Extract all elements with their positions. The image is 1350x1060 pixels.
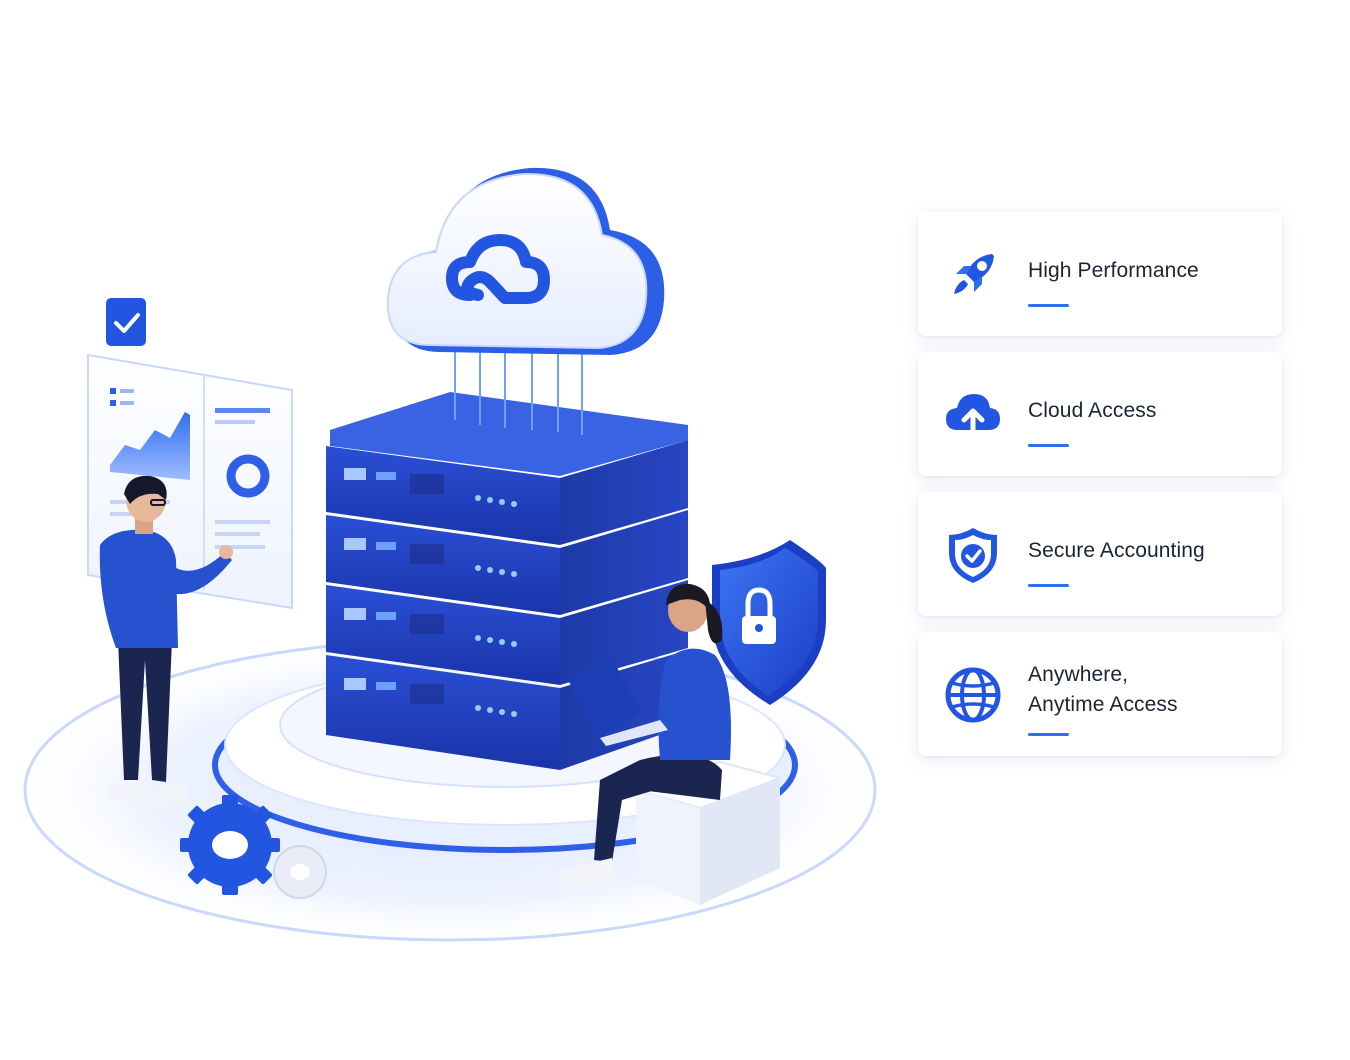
feature-title: High Performance — [1028, 259, 1199, 282]
accent-underline — [1028, 584, 1069, 587]
feature-title: Anywhere, Anytime Access — [1028, 663, 1178, 716]
feature-card-high-performance: High Performance — [918, 212, 1282, 336]
server-unit — [326, 580, 688, 685]
server-unit — [326, 440, 688, 545]
feature-card-cloud-access: Cloud Access — [918, 352, 1282, 476]
feature-title: Secure Accounting — [1028, 539, 1205, 562]
accent-underline — [1028, 733, 1069, 736]
cube-seat — [632, 760, 784, 905]
gear-icon — [180, 795, 280, 895]
area-chart-icon — [110, 412, 190, 480]
shield-check-icon — [942, 524, 1004, 586]
donut-chart-icon — [226, 454, 270, 498]
man-figure — [99, 475, 233, 806]
feature-card-anywhere-access: Anywhere, Anytime Access — [918, 632, 1282, 756]
laptop-icon — [568, 655, 642, 738]
feature-title: Cloud Access — [1028, 399, 1157, 422]
small-gear-icon — [273, 845, 327, 899]
accent-underline — [1028, 444, 1069, 447]
accent-underline — [1028, 304, 1069, 307]
feature-card-secure-accounting: Secure Accounting — [918, 492, 1282, 616]
checkbox-icon — [106, 298, 146, 346]
server-unit — [326, 510, 688, 615]
lock-shield-icon — [712, 540, 826, 705]
rocket-icon — [942, 244, 1004, 306]
feature-list: High Performance Cloud Access Sec — [918, 212, 1282, 756]
cloud-icon — [386, 167, 665, 355]
cloud-upload-icon — [942, 384, 1004, 446]
hero-illustration — [10, 167, 890, 950]
data-stream — [454, 345, 583, 435]
globe-icon — [942, 664, 1004, 726]
woman-figure — [560, 583, 731, 890]
brand-logo-icon — [446, 234, 550, 304]
